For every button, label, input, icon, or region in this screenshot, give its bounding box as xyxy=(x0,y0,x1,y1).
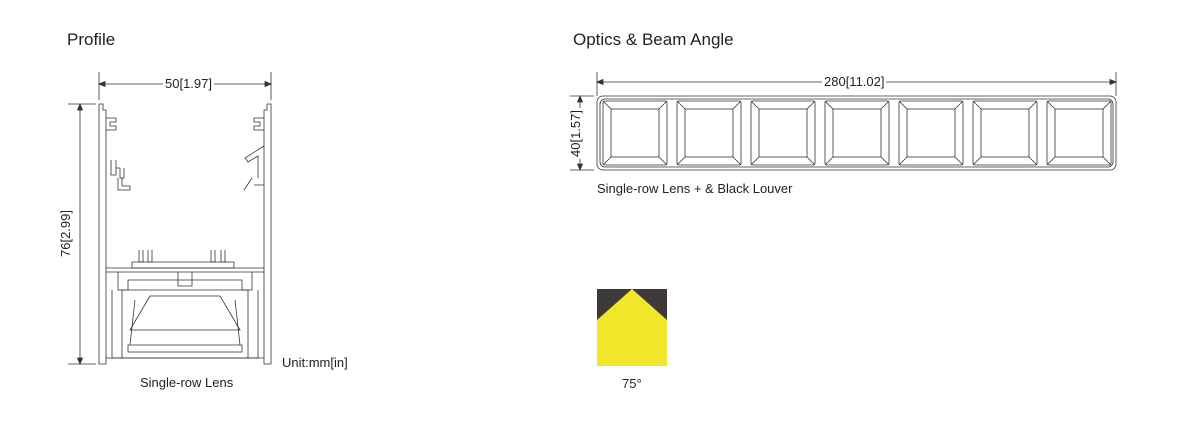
beam-angle-label: 75° xyxy=(622,376,642,391)
profile-drawing xyxy=(68,72,273,366)
optics-drawing xyxy=(570,72,1118,172)
profile-width-dimension: 50[1.97] xyxy=(163,76,214,91)
profile-title: Profile xyxy=(67,30,116,49)
profile-caption: Single-row Lens xyxy=(140,375,234,390)
louver-cells xyxy=(602,100,1112,166)
profile-height-dimension: 76[2.99] xyxy=(58,208,73,259)
optics-height-dimension: 40[1.57] xyxy=(568,108,583,159)
beam-angle-icon xyxy=(597,289,667,366)
optics-title: Optics & Beam Angle xyxy=(573,30,734,49)
unit-label: Unit:mm[in] xyxy=(282,355,348,370)
optics-length-dimension: 280[11.02] xyxy=(822,74,887,89)
optics-caption: Single-row Lens + & Black Louver xyxy=(597,181,793,196)
